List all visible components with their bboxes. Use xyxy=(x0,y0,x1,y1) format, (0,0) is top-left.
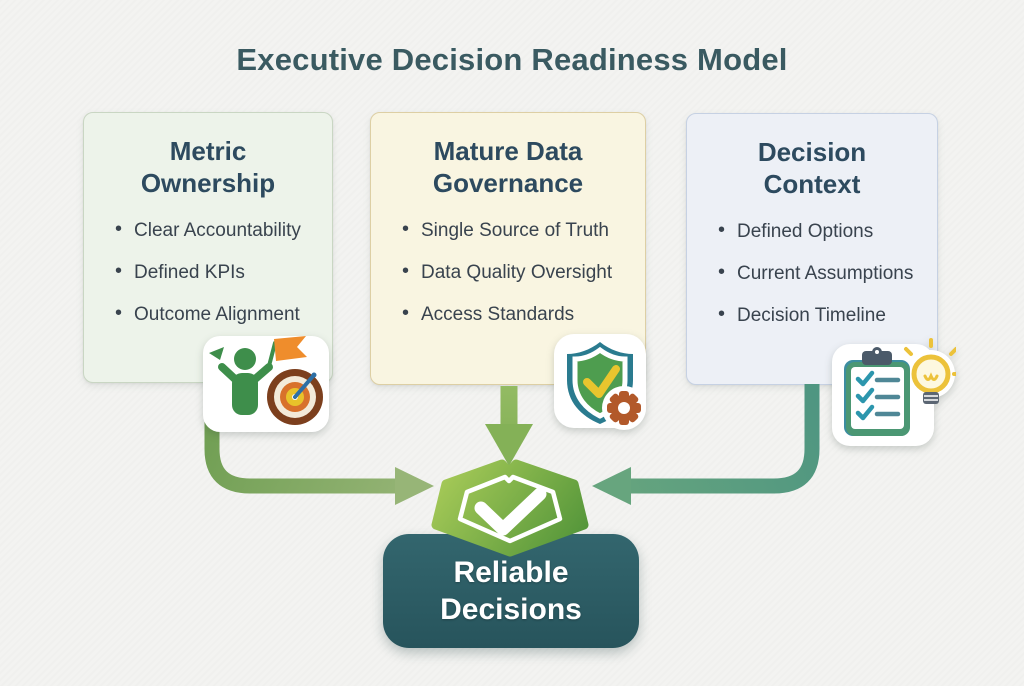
gear-icon xyxy=(602,386,646,430)
card-metric-ownership: Metric Ownership Clear Accountability De… xyxy=(83,112,333,383)
clipboard-checklist-with-lightbulb-icon xyxy=(832,334,956,448)
card-title-line: Governance xyxy=(432,168,584,198)
card-title: Metric Ownership xyxy=(84,135,332,199)
person-with-flag-and-target-icon xyxy=(203,336,329,432)
page-title: Executive Decision Readiness Model xyxy=(236,42,788,77)
lightbulb-icon xyxy=(899,338,956,404)
bullet-item: Outcome Alignment xyxy=(115,302,326,326)
card-mature-data-governance: Mature Data Governance Single Source of … xyxy=(370,112,646,385)
target-icon xyxy=(267,369,323,425)
arrow-from-mature-data-governance xyxy=(485,386,533,466)
bullet-item: Access Standards xyxy=(402,302,639,326)
outcome-label: Reliable Decisions xyxy=(440,554,582,628)
card-decision-context: Decision Context Defined Options Current… xyxy=(686,113,938,385)
outcome-label-line: Reliable xyxy=(453,556,569,589)
bullet-item: Single Source of Truth xyxy=(402,218,639,242)
outcome-box-reliable-decisions: Reliable Decisions xyxy=(383,534,639,648)
card-bullet-list: Single Source of Truth Data Quality Over… xyxy=(371,218,645,326)
card-title-line: Ownership xyxy=(140,168,276,198)
bullet-item: Data Quality Oversight xyxy=(402,260,639,284)
bullet-item: Decision Timeline xyxy=(718,303,931,327)
bullet-item: Current Assumptions xyxy=(718,261,931,285)
card-title-line: Mature Data xyxy=(433,136,583,166)
small-flag-icon xyxy=(209,347,224,360)
card-title-line: Decision xyxy=(757,137,867,167)
clipboard-icon xyxy=(844,347,910,436)
shield-check-with-gear-icon xyxy=(554,334,648,432)
bullet-item: Defined KPIs xyxy=(115,260,326,284)
card-bullet-list: Defined Options Current Assumptions Deci… xyxy=(687,219,937,327)
flag-icon xyxy=(267,336,307,368)
card-title: Decision Context xyxy=(687,136,937,200)
outcome-label-line: Decisions xyxy=(440,593,582,626)
card-title: Mature Data Governance xyxy=(371,135,645,199)
card-title-line: Metric xyxy=(169,136,247,166)
card-bullet-list: Clear Accountability Defined KPIs Outcom… xyxy=(84,218,332,326)
card-title-line: Context xyxy=(763,169,861,199)
bullet-item: Clear Accountability xyxy=(115,218,326,242)
bullet-item: Defined Options xyxy=(718,219,931,243)
